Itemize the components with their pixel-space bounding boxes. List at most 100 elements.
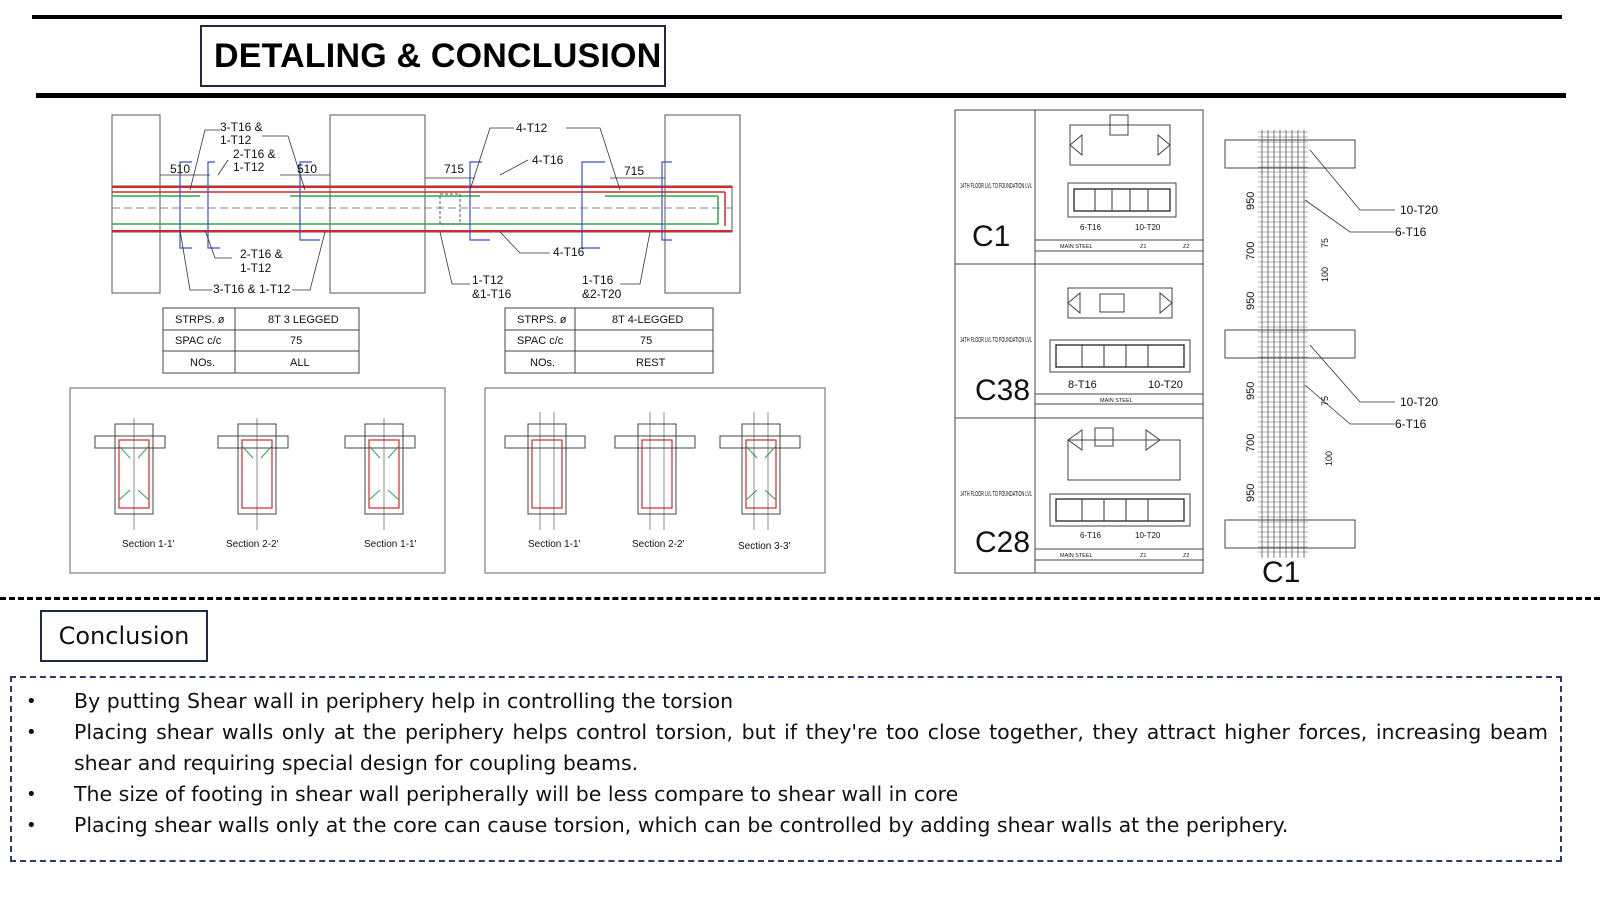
list-item: • Placing shear walls only at the periph… — [26, 717, 1548, 779]
column-name: C28 — [975, 526, 1030, 559]
beam-label: 2-T16 & — [233, 147, 276, 161]
bullet-text: The size of footing in shear wall periph… — [74, 782, 959, 806]
sections-left-panel: Section 1-1' Section 2-2' Section 1-1' — [69, 387, 446, 574]
table-cell: 8T 3 LEGGED — [268, 314, 339, 326]
beam-label: 4-T16 — [553, 245, 585, 259]
beam-label: 1-T12 — [472, 273, 504, 287]
section-drawing — [344, 418, 416, 530]
title-box: DETALING & CONCLUSION — [200, 25, 666, 87]
section-drawing — [614, 412, 696, 530]
header-rule — [36, 93, 1566, 98]
footer-label: MAIN STEEL — [1060, 244, 1093, 250]
elev-dim: 950 — [1245, 192, 1257, 210]
bullet-text: By putting Shear wall in periphery help … — [74, 689, 734, 713]
beam-label: 3-T16 & — [220, 120, 263, 134]
elev-dim: 950 — [1245, 292, 1257, 310]
elev-label: 6-T16 — [1395, 417, 1427, 431]
top-rule — [32, 15, 1562, 19]
section-label: Section 1-1' — [364, 539, 417, 550]
bullet-marker: • — [26, 722, 37, 743]
conclusion-list: • By putting Shear wall in periphery hel… — [10, 676, 1562, 862]
table-cell: 75 — [640, 335, 652, 347]
table-cell: STRPS. ø — [175, 314, 225, 326]
beam-dim: 715 — [624, 164, 644, 178]
level-text: 14TH FLOOR LVL TO FOUNDATION LVL — [960, 181, 1032, 190]
elevation-title: C1 — [1262, 556, 1300, 589]
stirrup-table-right: STRPS. ø 8T 4-LEGGED SPAC c/c 75 NOs. RE… — [504, 307, 714, 374]
beam-label: &1-T16 — [472, 287, 512, 301]
bullet-text: Placing shear walls only at the core can… — [74, 813, 1289, 837]
section-drawing — [217, 418, 289, 530]
section-label: Section 1-1' — [528, 539, 581, 550]
table-cell: STRPS. ø — [517, 314, 567, 326]
elev-dim: 700 — [1245, 242, 1257, 260]
schedule-row: 14TH FLOOR LVL TO FOUNDATION LVL C1 6-T1… — [960, 114, 1203, 253]
schedule-row: 14TH FLOOR LVL TO FOUNDATION LVL C28 6-T… — [960, 427, 1203, 561]
table-cell: 75 — [290, 335, 302, 347]
beam-label: 1-T12 — [233, 160, 265, 174]
beam-label: 1-T16 — [582, 273, 614, 287]
bullet-marker: • — [26, 691, 37, 712]
elev-dim: 100 — [1320, 267, 1330, 282]
footer-label: Z2 — [1183, 553, 1189, 559]
beam-label: 4-T16 — [532, 153, 564, 167]
elev-label: 6-T16 — [1395, 225, 1427, 239]
section-drawing — [94, 418, 166, 530]
footer-label: Z1 — [1140, 553, 1146, 559]
bar-label: 6-T16 — [1080, 223, 1101, 232]
footer-label: MAIN STEEL — [1060, 553, 1093, 559]
bar-label: 10-T20 — [1148, 379, 1183, 391]
beam-detail: 3-T16 & 1-T12 2-T16 & 1-T12 4-T12 4-T16 … — [111, 114, 741, 374]
detailing-drawing: 3-T16 & 1-T12 2-T16 & 1-T12 4-T12 4-T16 … — [69, 109, 1438, 589]
footer-label: MAIN STEEL — [1100, 398, 1133, 404]
table-cell: REST — [636, 357, 666, 369]
list-item: • The size of footing in shear wall peri… — [26, 779, 1548, 810]
schedule-row: 14TH FLOOR LVL TO FOUNDATION LVL C38 8-T… — [960, 287, 1203, 407]
column-schedule: 14TH FLOOR LVL TO FOUNDATION LVL C1 6-T1… — [954, 109, 1204, 574]
bar-label: 8-T16 — [1068, 379, 1097, 391]
footer-label: Z1 — [1140, 244, 1146, 250]
stirrup-table-left: STRPS. ø 8T 3 LEGGED SPAC c/c 75 NOs. AL… — [162, 307, 360, 374]
sections-right-panel: Section 1-1' Section 2-2' Section 3-3' — [484, 387, 826, 574]
elev-dim: 700 — [1245, 434, 1257, 452]
elev-dim: 100 — [1324, 451, 1334, 466]
elev-dim: 950 — [1245, 382, 1257, 400]
elev-dim: 75 — [1320, 238, 1330, 248]
bullet-marker: • — [26, 784, 37, 805]
level-text: 14TH FLOOR LVL TO FOUNDATION LVL — [960, 489, 1032, 498]
footer-label: Z2 — [1183, 244, 1189, 250]
column-name: C1 — [972, 220, 1010, 253]
section-label: Section 2-2' — [632, 539, 685, 550]
section-label: Section 3-3' — [738, 541, 791, 552]
elev-dim: 75 — [1320, 396, 1330, 406]
beam-label: 1-T12 — [240, 261, 272, 275]
page-title: DETALING & CONCLUSION — [214, 36, 662, 75]
beam-label: 2-T16 & — [240, 247, 283, 261]
beam-dim: 510 — [297, 162, 317, 176]
bullet-text: Placing shear walls only at the peripher… — [74, 720, 1548, 775]
section-drawing — [719, 412, 801, 530]
column-name: C38 — [975, 374, 1030, 407]
bar-label: 6-T16 — [1080, 531, 1101, 540]
list-item: • Placing shear walls only at the core c… — [26, 810, 1548, 841]
elev-label: 10-T20 — [1400, 395, 1438, 409]
elev-label: 10-T20 — [1400, 203, 1438, 217]
section-divider — [0, 597, 1600, 600]
table-cell: SPAC c/c — [175, 335, 222, 347]
conclusion-heading: Conclusion — [58, 622, 190, 650]
beam-label: 1-T12 — [220, 133, 252, 147]
conclusion-heading-box: Conclusion — [40, 610, 208, 662]
beam-dim: 510 — [170, 162, 190, 176]
column-elevation: 10-T20 6-T16 10-T20 6-T16 950 700 950 95… — [1224, 130, 1438, 589]
table-cell: 8T 4-LEGGED — [612, 314, 683, 326]
table-cell: NOs. — [190, 357, 215, 369]
beam-label: &2-T20 — [582, 287, 622, 301]
bar-label: 10-T20 — [1135, 531, 1161, 540]
section-label: Section 1-1' — [122, 539, 175, 550]
table-cell: SPAC c/c — [517, 335, 564, 347]
bar-label: 10-T20 — [1135, 223, 1161, 232]
beam-dim: 715 — [444, 162, 464, 176]
section-drawing — [504, 412, 586, 530]
table-cell: NOs. — [530, 357, 555, 369]
table-cell: ALL — [290, 357, 310, 369]
